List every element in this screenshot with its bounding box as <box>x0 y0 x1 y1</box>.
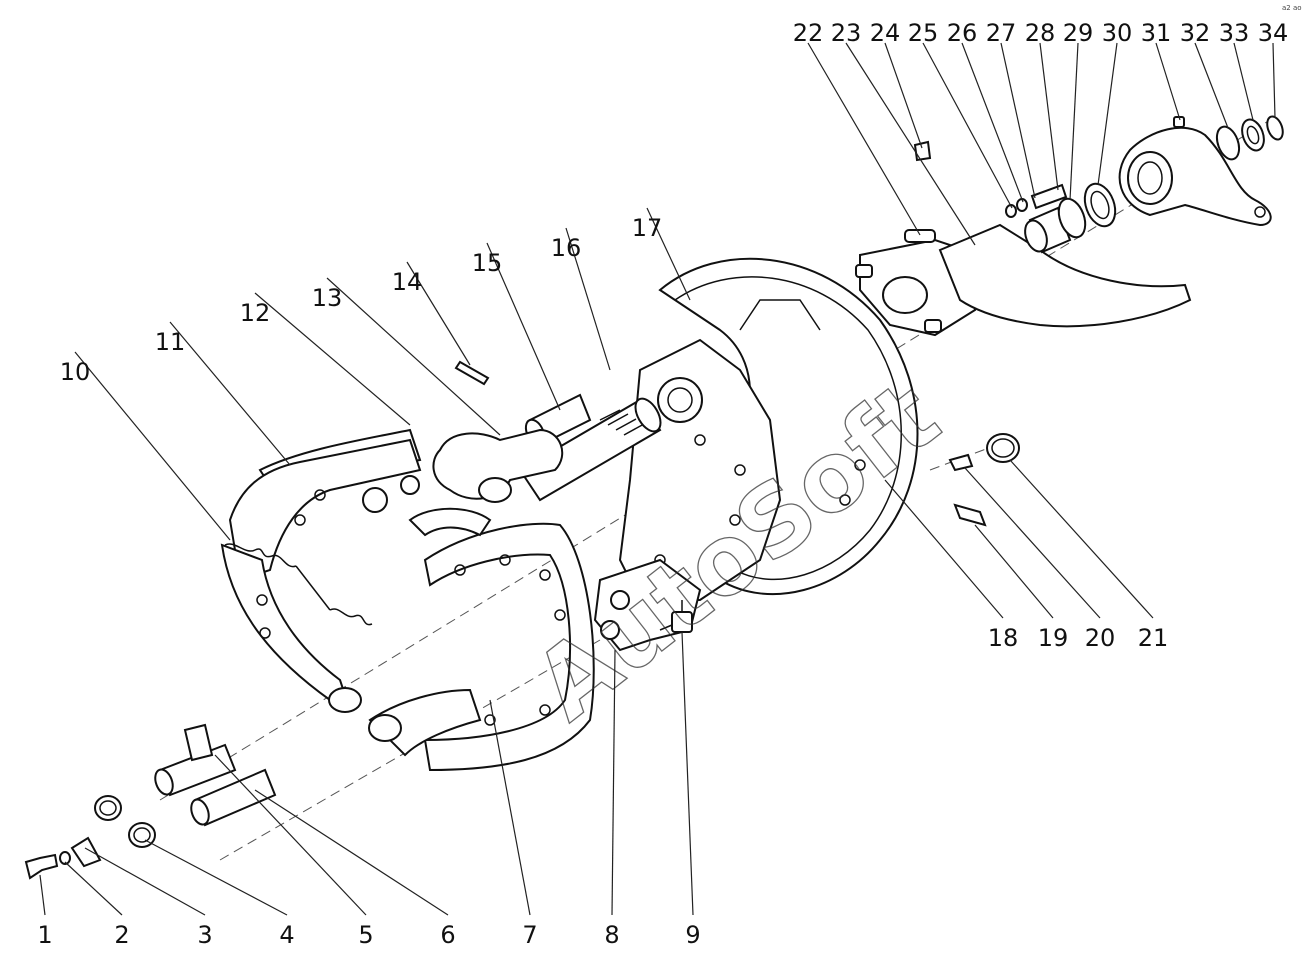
leader-line-33 <box>1233 42 1254 121</box>
leader-line-24 <box>884 42 923 149</box>
leader-line-20 <box>964 467 1101 619</box>
callout-18: 18 <box>988 624 1019 652</box>
callout-23: 23 <box>831 19 862 47</box>
leader-line-29 <box>1069 42 1079 201</box>
washer-33 <box>1241 118 1265 152</box>
slack-adjuster <box>1118 116 1272 227</box>
leader-line-13 <box>326 277 501 436</box>
cap-21 <box>986 433 1020 463</box>
return-spring <box>224 543 373 626</box>
callout-13: 13 <box>312 284 343 312</box>
lower-brake-shoe <box>368 507 595 772</box>
bolt <box>24 853 59 880</box>
corner-mark: a2 ao <box>1282 4 1302 12</box>
plug-19 <box>953 503 987 527</box>
leader-line-6 <box>254 789 449 916</box>
callout-31: 31 <box>1141 19 1172 47</box>
retaining-pin <box>454 360 490 386</box>
callout-3: 3 <box>197 921 212 949</box>
callout-12: 12 <box>240 299 271 327</box>
chamber-bracket <box>855 223 1192 337</box>
callout-2: 2 <box>114 921 129 949</box>
grease-fitting <box>659 600 693 633</box>
callout-7: 7 <box>522 921 537 949</box>
leader-line-25 <box>922 42 1013 209</box>
leader-line-26 <box>961 42 1024 203</box>
leader-line-5 <box>214 754 367 916</box>
leader-line-34 <box>1272 42 1276 119</box>
leader-line-3 <box>84 847 206 916</box>
callout-21: 21 <box>1138 624 1169 652</box>
ring-29 <box>1057 197 1087 239</box>
callout-5: 5 <box>358 921 373 949</box>
leader-line-15 <box>486 242 561 411</box>
callout-8: 8 <box>604 921 619 949</box>
callout-1: 1 <box>37 921 52 949</box>
callout-10: 10 <box>60 358 91 386</box>
leader-line-14 <box>406 261 471 366</box>
leader-line-2 <box>64 861 123 916</box>
leader-line-11 <box>169 321 291 466</box>
leader-line-28 <box>1039 42 1059 191</box>
check-valve-20 <box>948 453 974 472</box>
callout-9: 9 <box>685 921 700 949</box>
callout-27: 27 <box>986 19 1017 47</box>
callout-29: 29 <box>1063 19 1094 47</box>
callout-16: 16 <box>551 234 582 262</box>
callout-19: 19 <box>1038 624 1069 652</box>
callout-17: 17 <box>632 214 663 242</box>
leader-line-27 <box>1000 42 1036 199</box>
leader-line-21 <box>1009 459 1154 619</box>
anchor-pin-with-tab <box>154 723 237 797</box>
leader-line-9 <box>681 631 694 916</box>
upper-brake-shoe <box>220 428 422 713</box>
callout-15: 15 <box>472 249 503 277</box>
leader-line-8 <box>611 649 616 916</box>
washer-lower <box>128 822 156 848</box>
leader-line-30 <box>1097 42 1118 186</box>
leader-line-31 <box>1155 42 1181 121</box>
callout-30: 30 <box>1102 19 1133 47</box>
leader-line-12 <box>254 292 411 426</box>
anchor-pin <box>190 768 277 827</box>
callout-20: 20 <box>1085 624 1116 652</box>
nipple-24 <box>913 140 932 162</box>
leader-line-23 <box>845 42 976 246</box>
callout-33: 33 <box>1219 19 1250 47</box>
leader-line-16 <box>565 227 611 371</box>
callout-28: 28 <box>1025 19 1056 47</box>
callout-11: 11 <box>155 328 186 356</box>
leader-line-22 <box>807 42 921 236</box>
leader-line-19 <box>974 524 1054 619</box>
leader-line-32 <box>1194 42 1229 129</box>
callout-24: 24 <box>870 19 901 47</box>
callout-34: 34 <box>1258 19 1289 47</box>
leader-line-17 <box>646 207 691 301</box>
callout-14: 14 <box>392 268 423 296</box>
callout-6: 6 <box>440 921 455 949</box>
snap-ring-34 <box>1266 115 1284 141</box>
brake-housing <box>618 338 782 601</box>
callout-25: 25 <box>908 19 939 47</box>
callout-4: 4 <box>279 921 294 949</box>
leader-line-7 <box>489 699 531 916</box>
leader-line-18 <box>884 479 1004 619</box>
bolt-27 <box>1030 183 1068 210</box>
s-cam-head <box>432 428 564 503</box>
seal-30 <box>1083 182 1117 228</box>
leader-line-10 <box>74 351 231 541</box>
camshaft <box>518 397 662 502</box>
leader-line-1 <box>39 874 46 916</box>
lock-plate <box>70 836 102 868</box>
callout-22: 22 <box>793 19 824 47</box>
callout-32: 32 <box>1180 19 1211 47</box>
callout-26: 26 <box>947 19 978 47</box>
spring-washer <box>59 851 71 865</box>
ring-32 <box>1215 125 1241 161</box>
leader-line-4 <box>144 839 288 916</box>
washer-upper <box>94 795 122 821</box>
